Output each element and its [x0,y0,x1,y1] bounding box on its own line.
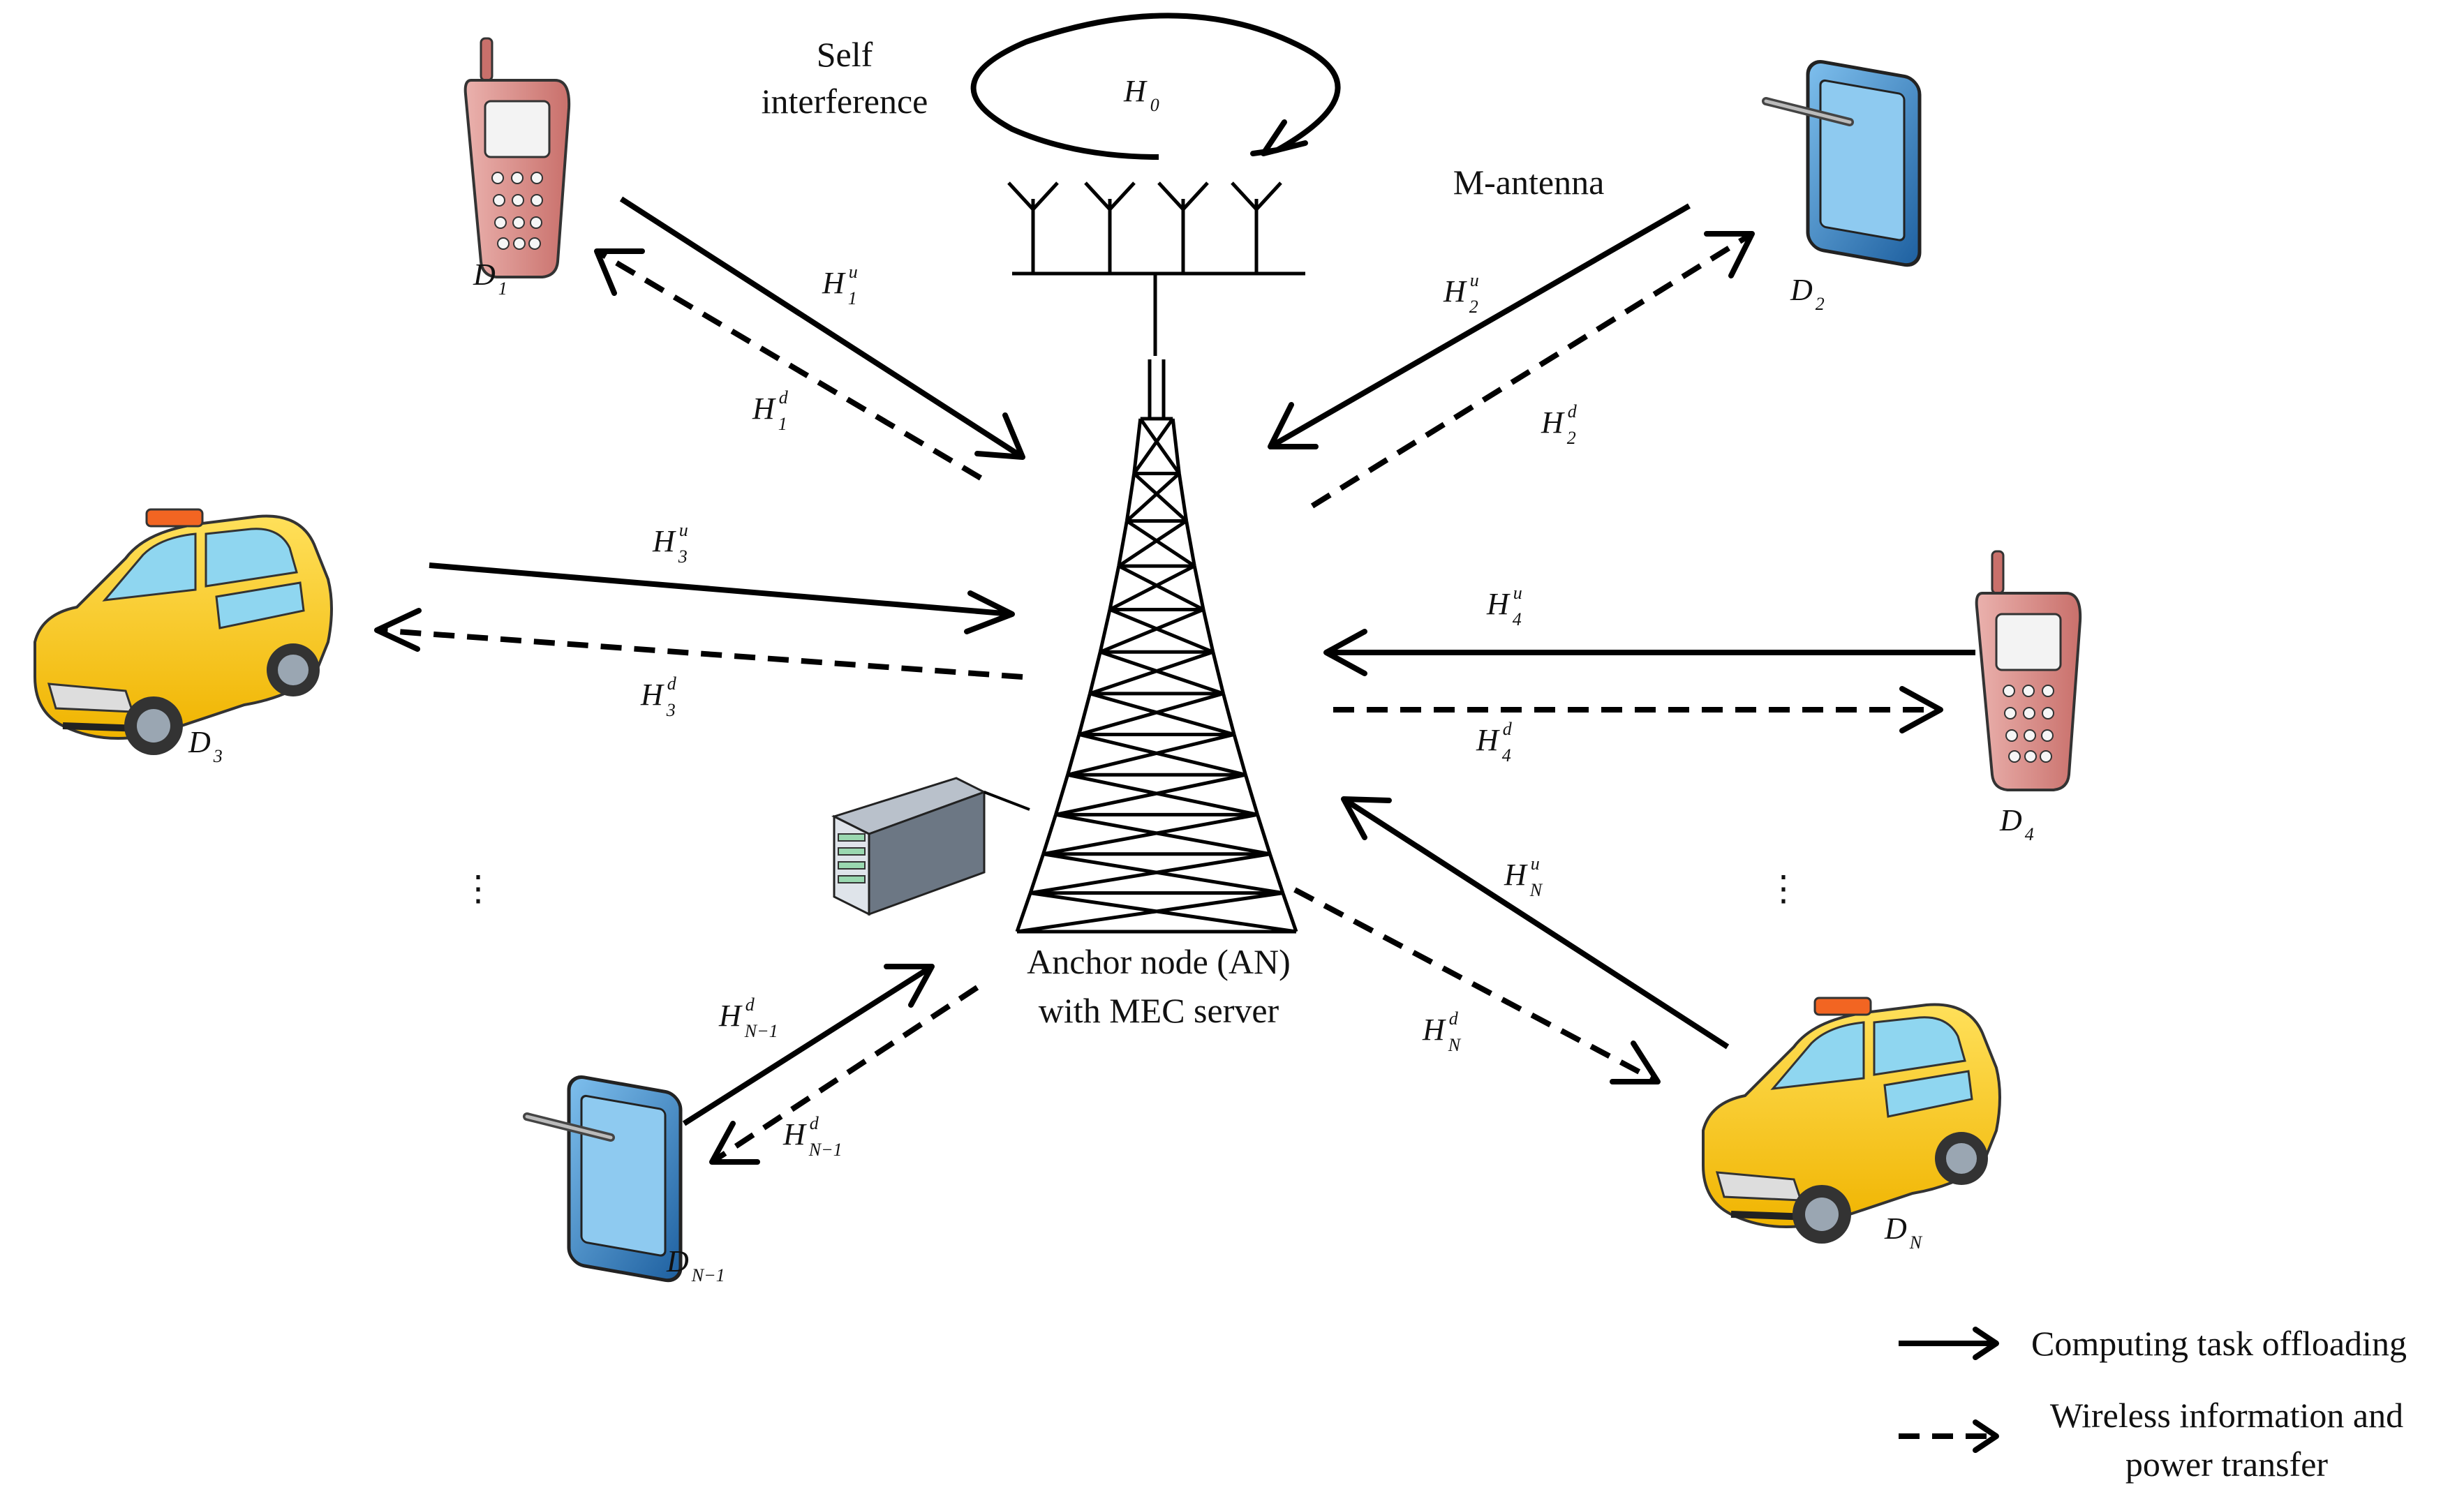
legend-dashed-label-line1: Wireless information and [2050,1396,2403,1435]
link-d4-downlink [1333,686,1943,733]
legend-solid-label: Computing task offloading [2031,1324,2407,1363]
link-dn1-downlink [709,985,979,1165]
self-interference-label-line1: Self [817,35,873,74]
legend-dashed: Wireless information and power transfer [1899,1396,2403,1484]
taxi-icon [1703,998,2000,1244]
link-d2-downlink [1310,231,1755,509]
device-dn [1703,998,2000,1244]
cell-phone-icon [1975,550,2082,791]
device-dn1 [527,1075,681,1283]
self-interference-label-line2: interference [762,82,928,121]
self-interference-loop [970,13,1341,160]
link-d1-uplink [619,196,1025,460]
device-d1 [463,37,571,278]
mec-server-icon [831,777,1030,916]
tablet-icon [1766,59,1920,267]
links [374,196,1975,1165]
legend-solid: Computing task offloading [1899,1324,2407,1363]
link-d1-downlink [594,248,983,481]
anchor-node-tower [1007,181,1305,934]
device-d4 [1975,550,2082,791]
link-dn1-uplink [682,964,935,1126]
ellipsis-left: ⋮ [461,869,496,908]
tower-lattice [1015,359,1298,934]
tablet-icon [527,1075,681,1283]
anchor-label-line2: with MEC server [1039,991,1279,1030]
taxi-icon [35,509,332,755]
antenna-array-icon [1007,181,1305,356]
link-d2-uplink [1268,203,1691,449]
ellipsis-right: ⋮ [1766,869,1801,908]
link-d3-uplink [429,562,1015,634]
link-d3-downlink [374,608,1023,680]
device-d3 [35,509,332,755]
m-antenna-label: M-antenna [1453,163,1605,202]
link-dn-downlink [1293,887,1661,1084]
device-d2 [1766,59,1920,267]
link-d4-uplink [1323,629,1975,676]
anchor-label-line1: Anchor node (AN) [1027,942,1291,981]
legend-dashed-label-line2: power transfer [2125,1445,2328,1484]
legend: Computing task offloading Wireless infor… [1899,1324,2407,1484]
link-dn-uplink [1341,796,1730,1050]
cell-phone-icon [463,37,571,278]
